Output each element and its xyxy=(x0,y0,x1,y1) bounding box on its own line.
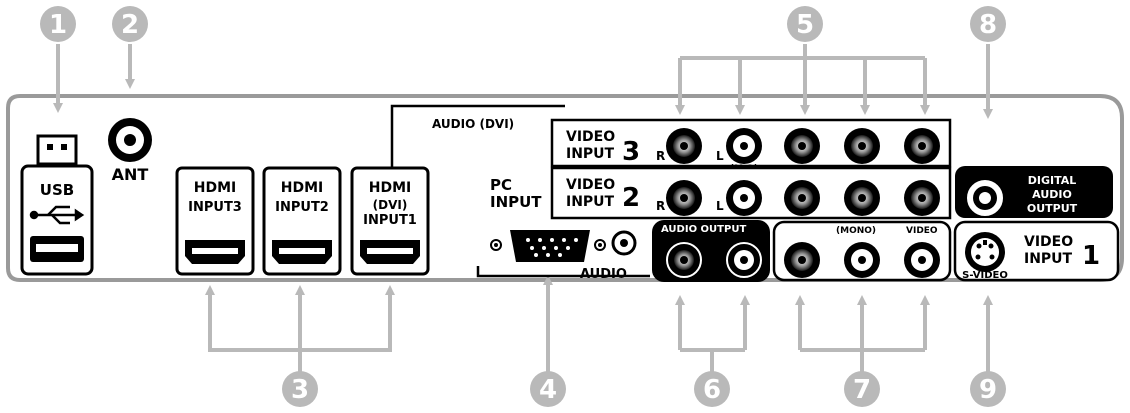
digital-output-label: OUTPUT xyxy=(1027,202,1078,215)
svg-text:3: 3 xyxy=(291,375,309,405)
svg-text:8: 8 xyxy=(979,10,997,40)
rca-jacks-row-3 xyxy=(666,128,940,164)
callout-8: 8 xyxy=(970,6,1006,42)
hdmi-logo: HDMI xyxy=(369,180,411,196)
digital-audio-output-group: DIGITAL AUDIO OUTPUT xyxy=(955,166,1113,218)
video-input-1-input: INPUT xyxy=(1024,251,1073,267)
video-input-3-l: L xyxy=(716,149,724,163)
svg-text:2: 2 xyxy=(121,10,139,40)
vga-connector xyxy=(510,230,590,262)
video-input-1-video-label: VIDEO xyxy=(906,226,938,236)
pc-label: PC xyxy=(490,176,512,194)
svg-text:7: 7 xyxy=(853,375,871,405)
digital-label: DIGITAL xyxy=(1028,174,1077,187)
callout-1: 1 xyxy=(40,6,76,42)
hdmi-input2-group: HDMI INPUT2 xyxy=(262,166,342,276)
svg-text:9: 9 xyxy=(979,375,997,405)
hdmi-input1-group: HDMI (DVI) INPUT1 xyxy=(350,166,430,276)
svg-text:5: 5 xyxy=(796,10,814,40)
video-input-2-number: 2 xyxy=(622,183,640,213)
callout-badges: 1 2 3 4 5 6 7 8 9 xyxy=(40,6,1006,407)
hdmi-logo: HDMI xyxy=(194,180,236,196)
pc-input-group: PC INPUT AUDIO xyxy=(476,176,650,282)
callout-5: 5 xyxy=(787,6,823,42)
svg-text:4: 4 xyxy=(539,375,557,405)
audio-dvi-label: AUDIO (DVI) xyxy=(432,117,514,131)
usb-port-group: USB xyxy=(20,134,94,276)
callout-4: 4 xyxy=(530,371,566,407)
hdmi-logo: HDMI xyxy=(281,180,323,196)
usb-label: USB xyxy=(40,181,74,199)
hdmi-input3-label: INPUT3 xyxy=(188,200,242,215)
usb-icon xyxy=(29,205,85,225)
audio-output-label: AUDIO OUTPUT xyxy=(661,224,746,235)
video-input-2-input: INPUT xyxy=(566,194,615,210)
video-input-1-number: 1 xyxy=(1082,241,1100,271)
s-video-group: S-VIDEO VIDEO INPUT 1 xyxy=(953,220,1120,282)
video-input-2-r: R xyxy=(656,199,665,213)
hdmi-input1-label: INPUT1 xyxy=(363,213,417,228)
video-input-1-word: VIDEO xyxy=(1024,234,1073,250)
video-input-3-word: VIDEO xyxy=(566,129,615,145)
audio-dvi-link xyxy=(390,104,565,168)
callout-arrows xyxy=(53,44,993,372)
callout-9: 9 xyxy=(970,371,1006,407)
pc-audio-label: AUDIO xyxy=(580,267,627,282)
audio-output-group: AUDIO OUTPUT xyxy=(652,220,770,282)
hdmi-input2-label: INPUT2 xyxy=(275,200,329,215)
video-input-3-number: 3 xyxy=(622,137,640,167)
callout-2: 2 xyxy=(112,6,148,42)
callout-7: 7 xyxy=(844,371,880,407)
video-input-1-group: (MONO) VIDEO xyxy=(772,220,952,282)
rca-jacks-row-2 xyxy=(666,180,940,216)
video-input-2-word: VIDEO xyxy=(566,177,615,193)
digital-audio-label: AUDIO xyxy=(1032,188,1072,201)
hdmi-dvi-label: (DVI) xyxy=(373,198,408,212)
video-input-3-input: INPUT xyxy=(566,146,615,162)
callout-3: 3 xyxy=(282,371,318,407)
antenna-port-group: ANT xyxy=(108,118,152,184)
callout-6: 6 xyxy=(694,371,730,407)
pc-input-label: INPUT xyxy=(490,193,542,211)
video-input-1-mono: (MONO) xyxy=(836,226,876,236)
video-input-2-l: L xyxy=(716,199,724,213)
s-video-label: S-VIDEO xyxy=(962,270,1008,281)
video-input-3-r: R xyxy=(656,149,665,163)
svg-text:1: 1 xyxy=(49,10,67,40)
ant-label: ANT xyxy=(112,165,149,184)
hdmi-input3-group: HDMI INPUT3 xyxy=(175,166,255,276)
svg-text:6: 6 xyxy=(703,375,721,405)
